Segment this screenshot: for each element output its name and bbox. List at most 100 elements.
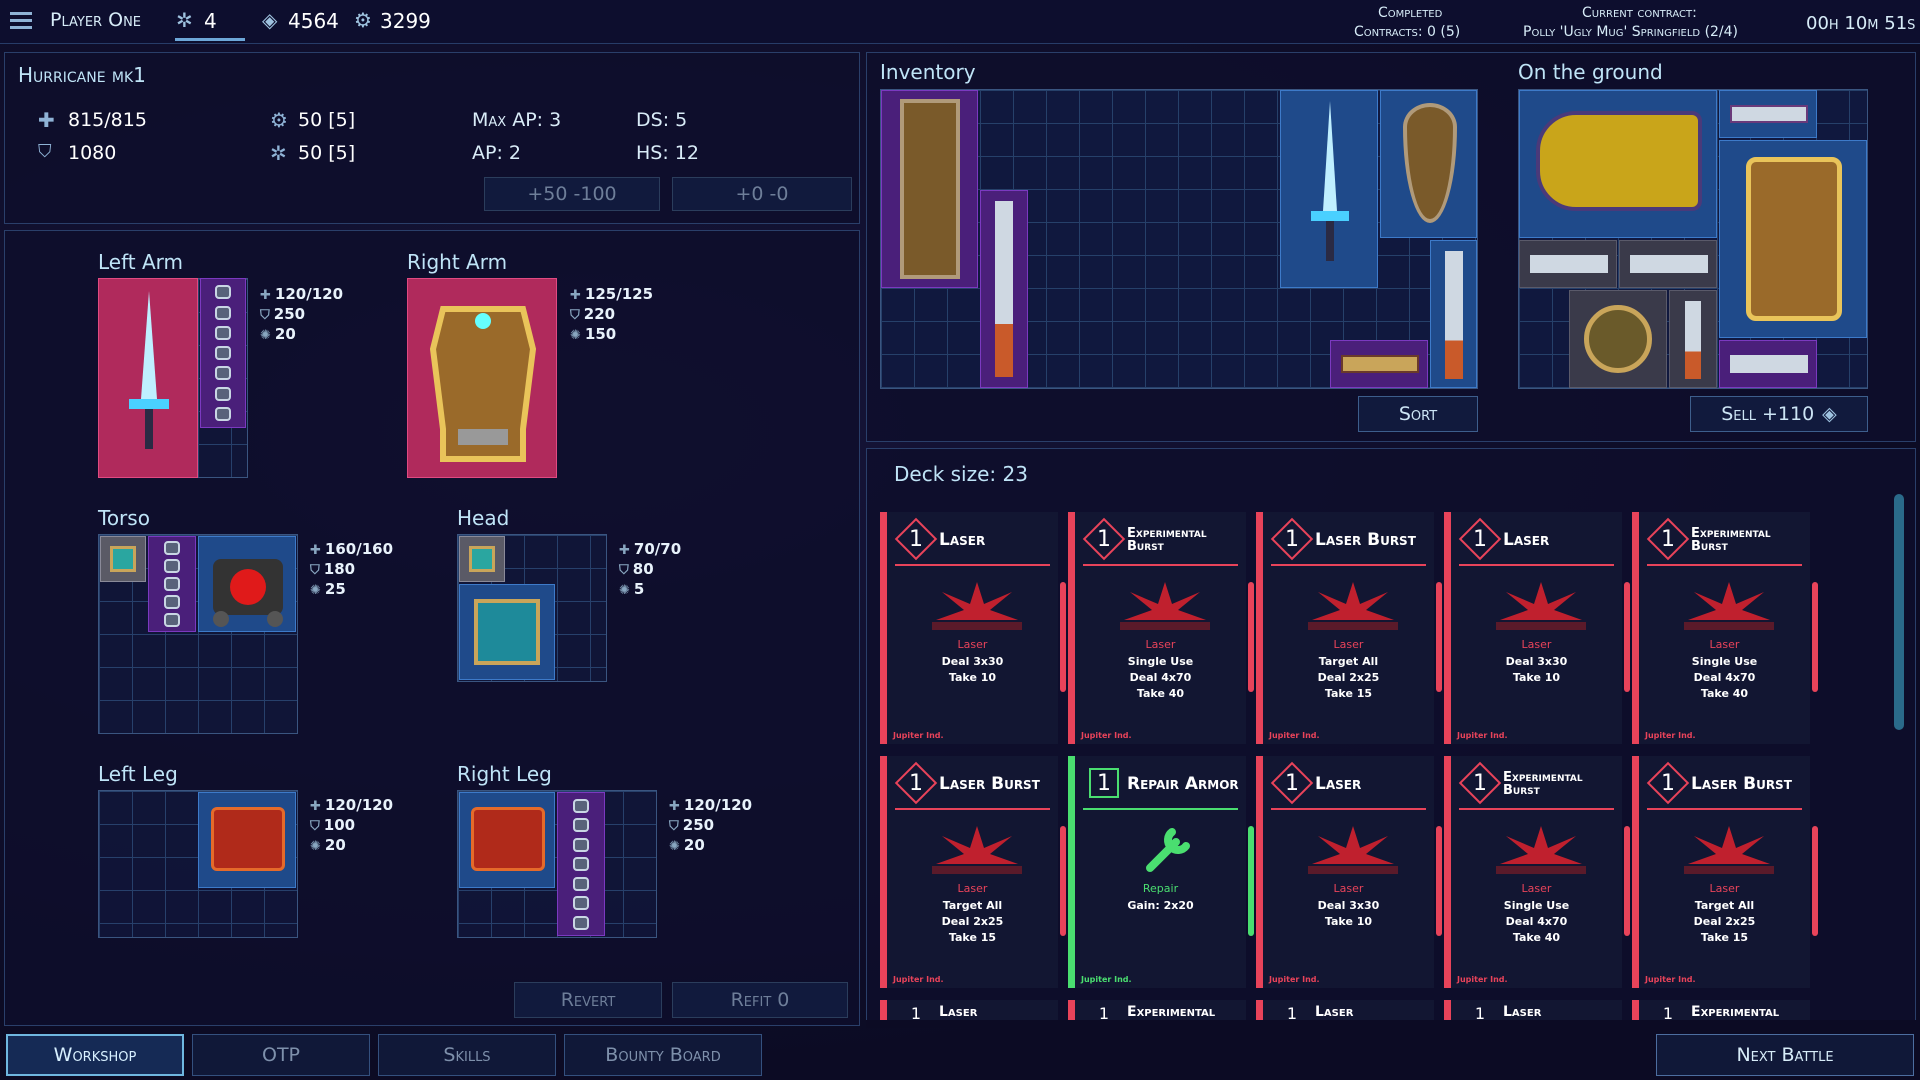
card-type: Repair <box>1142 882 1179 895</box>
card-manufacturer: Jupiter Ind. <box>1269 731 1320 740</box>
inventory-door-shield-item[interactable] <box>881 90 978 288</box>
inventory-gun-item[interactable] <box>1330 340 1428 388</box>
card-type: Laser <box>1333 882 1364 895</box>
card-title: Repair Armor <box>1127 773 1239 794</box>
head-module-item[interactable] <box>459 536 505 582</box>
card-edge <box>1060 582 1066 692</box>
sell-label: Sell +110 <box>1721 403 1815 425</box>
hp-icon: ✚ <box>619 543 630 558</box>
tab-bounty-board[interactable]: Bounty Board <box>564 1034 762 1076</box>
ground-shield-item[interactable] <box>1719 140 1867 338</box>
card-type: Laser <box>1521 638 1552 651</box>
sword-icon <box>995 201 1013 377</box>
sort-button[interactable]: Sort <box>1358 396 1478 432</box>
inventory-kite-shield-item[interactable] <box>1380 90 1477 238</box>
heat-icon: ✺ <box>310 839 321 854</box>
door-shield-icon <box>900 99 960 279</box>
tab-otp[interactable]: OTP <box>192 1034 370 1076</box>
upgrade-button-1[interactable]: +50 -100 <box>484 177 660 211</box>
left-leg-stats: ✚120/120 ⛉100 ✺20 <box>310 796 393 856</box>
left-leg-thruster-item[interactable] <box>198 792 296 888</box>
ground-pistol-item[interactable] <box>1719 90 1817 138</box>
inventory-sword-item[interactable] <box>980 190 1028 388</box>
deck-scrollbar[interactable] <box>1894 494 1904 730</box>
sensor-item[interactable] <box>459 584 555 680</box>
right-leg-heatsink-item[interactable] <box>557 792 605 936</box>
card-type: Laser <box>957 638 988 651</box>
right-arm-label: Right Arm <box>407 250 508 274</box>
menu-icon[interactable] <box>10 12 32 30</box>
heatsink-item[interactable] <box>200 278 246 428</box>
card-cost: 1 <box>1474 1003 1486 1023</box>
heat-icon: ✺ <box>619 583 630 598</box>
thruster-icon <box>211 807 285 871</box>
tab-workshop[interactable]: Workshop <box>6 1034 184 1076</box>
right-leg-heat: 20 <box>683 836 705 854</box>
next-battle-button[interactable]: Next Battle <box>1656 1034 1914 1076</box>
shield-item[interactable] <box>407 278 557 478</box>
right-leg-thruster-item[interactable] <box>459 792 555 888</box>
card-effect-line: Deal 2x25 <box>1693 915 1756 928</box>
laser-burst-icon <box>932 576 1022 634</box>
left-leg-heat: 20 <box>324 836 346 854</box>
card-effect-line: Deal 2x25 <box>1317 671 1380 684</box>
card-effect-line: Take 10 <box>1324 915 1373 928</box>
card-title: Laser <box>1315 1003 1354 1020</box>
inventory-laser-sword-item[interactable] <box>1280 90 1378 288</box>
inventory-short-sword-item[interactable] <box>1430 240 1477 388</box>
laser-sword-item[interactable] <box>98 278 198 478</box>
ground-dagger-item[interactable] <box>1669 290 1717 388</box>
card-cost: 1 <box>910 1003 922 1023</box>
contract-label: Current contract: <box>1582 5 1697 21</box>
ground-gun-item[interactable] <box>1719 340 1817 388</box>
right-arm-stats: ✚125/125 ⛉220 ✺150 <box>570 285 653 345</box>
torso-hp: 160/160 <box>324 540 394 558</box>
upgrade-button-2[interactable]: +0 -0 <box>672 177 852 211</box>
wheel-icon <box>1584 305 1652 373</box>
tab-skills[interactable]: Skills <box>378 1034 556 1076</box>
blaster-icon <box>1530 255 1608 273</box>
module-item[interactable] <box>100 536 146 582</box>
card-manufacturer: Jupiter Ind. <box>1269 975 1320 984</box>
card-edge <box>1812 826 1818 936</box>
refit-button[interactable]: Refit 0 <box>672 982 848 1018</box>
sell-button[interactable]: Sell +110◈ <box>1690 396 1868 432</box>
contract-value: Polly 'Ugly Mug' Springfield (2/4) <box>1523 24 1739 40</box>
ground-wheel-item[interactable] <box>1569 290 1667 388</box>
heat-icon: ✺ <box>669 839 680 854</box>
card-divider <box>895 808 1050 810</box>
left-arm-stats: ✚120/120 ⛉250 ✺20 <box>260 285 343 345</box>
ground-blaster-item-2[interactable] <box>1619 240 1717 288</box>
ground-ship-item[interactable] <box>1519 90 1717 238</box>
thruster-icon <box>471 807 545 871</box>
card-cost: 1 <box>1097 526 1111 552</box>
card-effect-line: Take 15 <box>948 931 997 944</box>
reactor-item[interactable] <box>198 536 296 632</box>
revert-button[interactable]: Revert <box>514 982 662 1018</box>
mech-hp: 815/815 <box>68 109 147 131</box>
left-leg-hp: 120/120 <box>324 796 394 814</box>
card-edge <box>1436 826 1442 936</box>
laser-burst-icon <box>1308 576 1398 634</box>
reactor-icon <box>213 559 283 627</box>
card-divider <box>1271 564 1426 566</box>
card-title: Laser <box>939 1003 978 1020</box>
torso-heatsink-item[interactable] <box>148 536 196 632</box>
laser-burst-icon <box>1496 820 1586 878</box>
mech-max-ap: Max AP: 3 <box>472 109 562 131</box>
card-manufacturer: Jupiter Ind. <box>1457 731 1508 740</box>
card-title: Laser <box>1503 1003 1542 1020</box>
ground-blaster-item-1[interactable] <box>1519 240 1617 288</box>
card-effect-line: Deal 4x70 <box>1129 671 1192 684</box>
